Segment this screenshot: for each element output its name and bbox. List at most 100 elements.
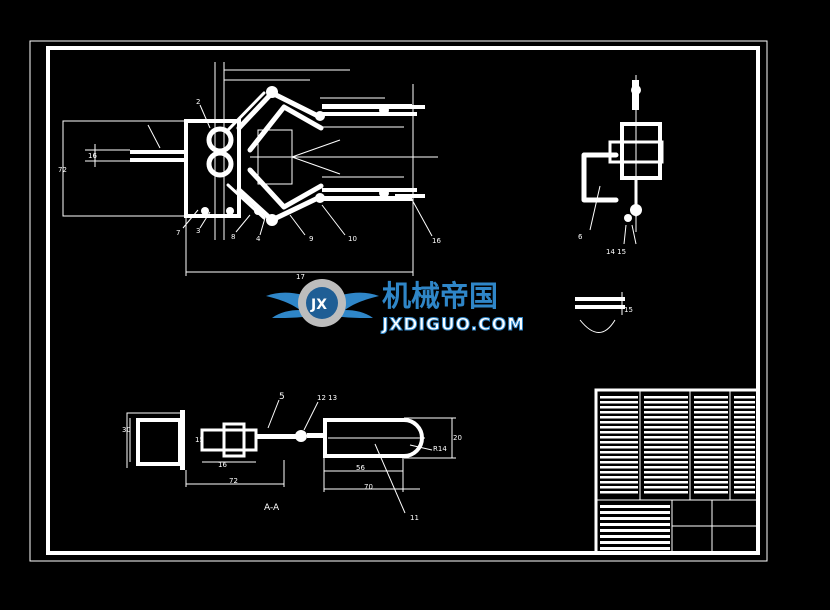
title-block-row bbox=[600, 421, 638, 424]
title-block-row bbox=[694, 406, 728, 409]
title-block-row bbox=[644, 476, 688, 479]
title-block-row bbox=[694, 436, 728, 439]
title-block-row bbox=[734, 486, 755, 489]
title-block-row bbox=[734, 416, 755, 419]
label-8: 8 bbox=[231, 233, 235, 241]
title-block-row bbox=[644, 451, 688, 454]
dim-20: 20 bbox=[453, 434, 462, 442]
gear-lower bbox=[206, 150, 234, 178]
title-block-row bbox=[644, 461, 688, 464]
title-block-row bbox=[644, 456, 688, 459]
title-block-row bbox=[644, 401, 688, 404]
title-block-row bbox=[734, 461, 755, 464]
label-6: 6 bbox=[578, 233, 583, 241]
title-block-row bbox=[600, 547, 670, 550]
inner-frame bbox=[46, 46, 760, 555]
label-17: 17 bbox=[296, 273, 305, 281]
title-block-row bbox=[600, 411, 638, 414]
title-block-row bbox=[600, 491, 638, 494]
title-block-row bbox=[734, 406, 755, 409]
title-block-row bbox=[734, 471, 755, 474]
title-block-row bbox=[644, 481, 688, 484]
title-block-row bbox=[734, 426, 755, 429]
section-label: A-A bbox=[264, 503, 280, 513]
title-block-row bbox=[734, 401, 755, 404]
title-block-row bbox=[600, 471, 638, 474]
title-block-row bbox=[734, 396, 755, 399]
title-block-row bbox=[600, 416, 638, 419]
title-block-row bbox=[644, 486, 688, 489]
title-block-row bbox=[734, 456, 755, 459]
title-block-row bbox=[734, 446, 755, 449]
title-block-row bbox=[694, 446, 728, 449]
title-block-row bbox=[600, 396, 638, 399]
label-12-13: 12 13 bbox=[317, 394, 337, 402]
title-block-row bbox=[694, 466, 728, 469]
title-block-row bbox=[694, 486, 728, 489]
title-block-row bbox=[600, 401, 638, 404]
outer-frame bbox=[29, 40, 768, 562]
title-block-row bbox=[644, 436, 688, 439]
label-11: 11 bbox=[410, 514, 419, 522]
dim-72-main: 72 bbox=[58, 166, 67, 174]
title-block-row bbox=[694, 471, 728, 474]
title-block-row bbox=[600, 511, 670, 514]
title-block-row bbox=[694, 431, 728, 434]
title-block-row bbox=[600, 431, 638, 434]
title-block-row bbox=[644, 421, 688, 424]
title-block-row bbox=[644, 396, 688, 399]
title-block-row bbox=[644, 411, 688, 414]
title-block-row bbox=[600, 461, 638, 464]
label-9: 9 bbox=[309, 235, 313, 243]
title-block-row bbox=[694, 421, 728, 424]
title-block-row bbox=[600, 436, 638, 439]
title-block-row bbox=[600, 541, 670, 544]
label-7: 7 bbox=[176, 229, 180, 237]
title-block-row bbox=[734, 436, 755, 439]
label-16: 16 bbox=[432, 237, 441, 245]
title-block-row bbox=[644, 416, 688, 419]
title-block-row bbox=[694, 396, 728, 399]
title-block-row bbox=[734, 431, 755, 434]
title-block-row bbox=[694, 451, 728, 454]
title-block-row bbox=[644, 466, 688, 469]
title-block-row bbox=[600, 451, 638, 454]
side-view: 6 14 15 15 bbox=[575, 75, 664, 333]
label-4: 4 bbox=[256, 235, 261, 243]
title-block-row bbox=[694, 476, 728, 479]
title-block-row bbox=[694, 456, 728, 459]
title-block-row bbox=[734, 421, 755, 424]
title-block-row bbox=[644, 446, 688, 449]
title-block-row bbox=[734, 491, 755, 494]
dim-r14: R14 bbox=[433, 445, 447, 453]
title-block-row bbox=[734, 476, 755, 479]
dim-15-side: 15 bbox=[624, 306, 633, 314]
title-block-row bbox=[600, 517, 670, 520]
dim-16-section: 16 bbox=[218, 461, 227, 469]
title-block-row bbox=[600, 441, 638, 444]
title-block-row bbox=[694, 416, 728, 419]
title-block-row bbox=[694, 401, 728, 404]
title-block-row bbox=[600, 535, 670, 538]
title-block-row bbox=[694, 481, 728, 484]
section-view: 20 R14 72 56 70 16 15 30 5 12 13 11 A-A bbox=[122, 392, 462, 522]
title-block bbox=[594, 388, 760, 555]
watermark-logo: JX bbox=[310, 297, 327, 313]
title-block-row bbox=[600, 481, 638, 484]
dim-16-main: 16 bbox=[88, 152, 97, 160]
title-block-row bbox=[600, 456, 638, 459]
title-block-row bbox=[694, 491, 728, 494]
title-block-row bbox=[600, 486, 638, 489]
label-3: 3 bbox=[196, 227, 200, 235]
title-block-row bbox=[734, 481, 755, 484]
watermark: JX 机械帝国 JXDIGUO.COM bbox=[266, 279, 525, 336]
dim-56: 56 bbox=[356, 464, 365, 472]
title-block-row bbox=[600, 505, 670, 508]
dim-72-section: 72 bbox=[229, 477, 238, 485]
title-block-row bbox=[600, 466, 638, 469]
title-block-row bbox=[644, 491, 688, 494]
dim-30: 30 bbox=[122, 426, 131, 434]
title-block-row bbox=[600, 406, 638, 409]
title-block-row bbox=[644, 441, 688, 444]
